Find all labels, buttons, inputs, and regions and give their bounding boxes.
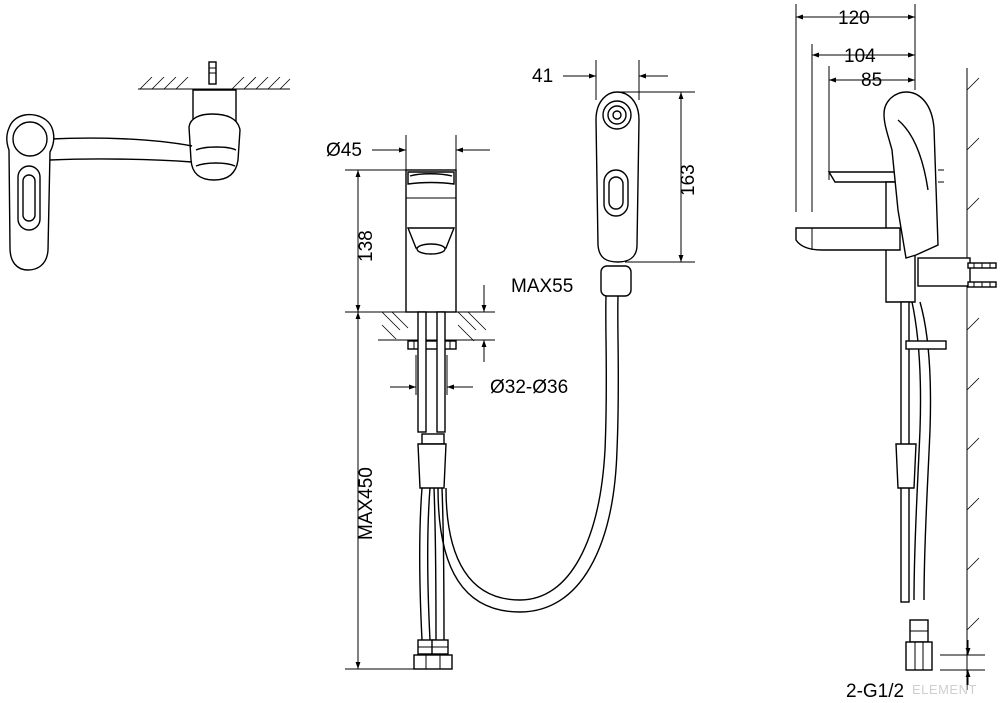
front-view <box>345 60 695 670</box>
dim-label-104: 104 <box>844 46 876 67</box>
dim-label-connection: 2-G1/2 <box>846 681 904 702</box>
dim-label-85: 85 <box>861 70 882 91</box>
dim-label-diameter-45: Ø45 <box>326 140 362 161</box>
dim-label-hole-diameter: Ø32-Ø36 <box>490 377 568 398</box>
side-view <box>795 4 997 690</box>
dim-label-138: 138 <box>356 230 377 262</box>
top-view-hatch <box>139 76 291 90</box>
dim-label-max450: MAX450 <box>356 467 377 540</box>
dim-label-163: 163 <box>678 164 699 196</box>
dim-label-max55: MAX55 <box>511 276 573 297</box>
wall-hatch <box>966 77 980 631</box>
watermark-text: ELEMENT <box>912 682 977 697</box>
hand-shower <box>595 91 640 297</box>
top-view <box>6 61 291 271</box>
dim-label-120: 120 <box>838 8 870 29</box>
wall-anchor-screws <box>967 262 997 288</box>
front-counter-hatch <box>381 311 487 342</box>
dim-label-41: 41 <box>532 66 553 87</box>
